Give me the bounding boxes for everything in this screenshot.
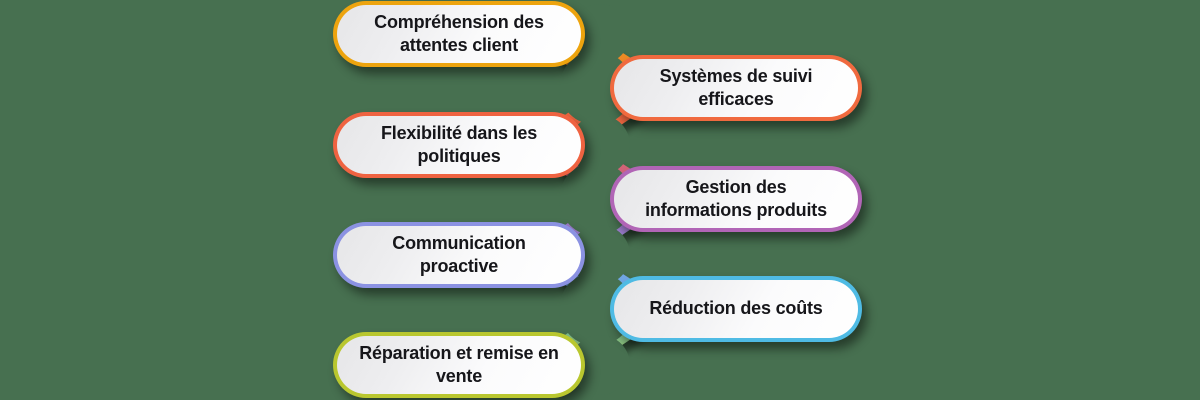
node-4-label: Gestion des informations produits <box>645 176 827 220</box>
node-2[interactable]: Systèmes de suivi efficaces <box>610 55 862 121</box>
node-5-label: Communication proactive <box>392 232 526 276</box>
node-4-surface: Gestion des informations produits <box>614 170 858 228</box>
node-3[interactable]: Flexibilité dans les politiques <box>333 112 585 178</box>
node-1[interactable]: Compréhension des attentes client <box>333 1 585 67</box>
node-2-surface: Systèmes de suivi efficaces <box>614 59 858 117</box>
node-1-label: Compréhension des attentes client <box>374 11 544 55</box>
node-4[interactable]: Gestion des informations produits <box>610 166 862 232</box>
node-5-surface: Communication proactive <box>337 226 581 284</box>
node-1-surface: Compréhension des attentes client <box>337 5 581 63</box>
node-5[interactable]: Communication proactive <box>333 222 585 288</box>
node-7-label: Réparation et remise en vente <box>359 342 559 386</box>
node-6-label: Réduction des coûts <box>649 298 823 319</box>
node-7-surface: Réparation et remise en vente <box>337 336 581 394</box>
node-2-label: Systèmes de suivi efficaces <box>659 65 813 109</box>
node-3-label: Flexibilité dans les politiques <box>380 122 538 166</box>
node-3-surface: Flexibilité dans les politiques <box>337 116 581 174</box>
node-6-surface: Réduction des coûts <box>614 280 858 338</box>
node-7[interactable]: Réparation et remise en vente <box>333 332 585 398</box>
node-6[interactable]: Réduction des coûts <box>610 276 862 342</box>
